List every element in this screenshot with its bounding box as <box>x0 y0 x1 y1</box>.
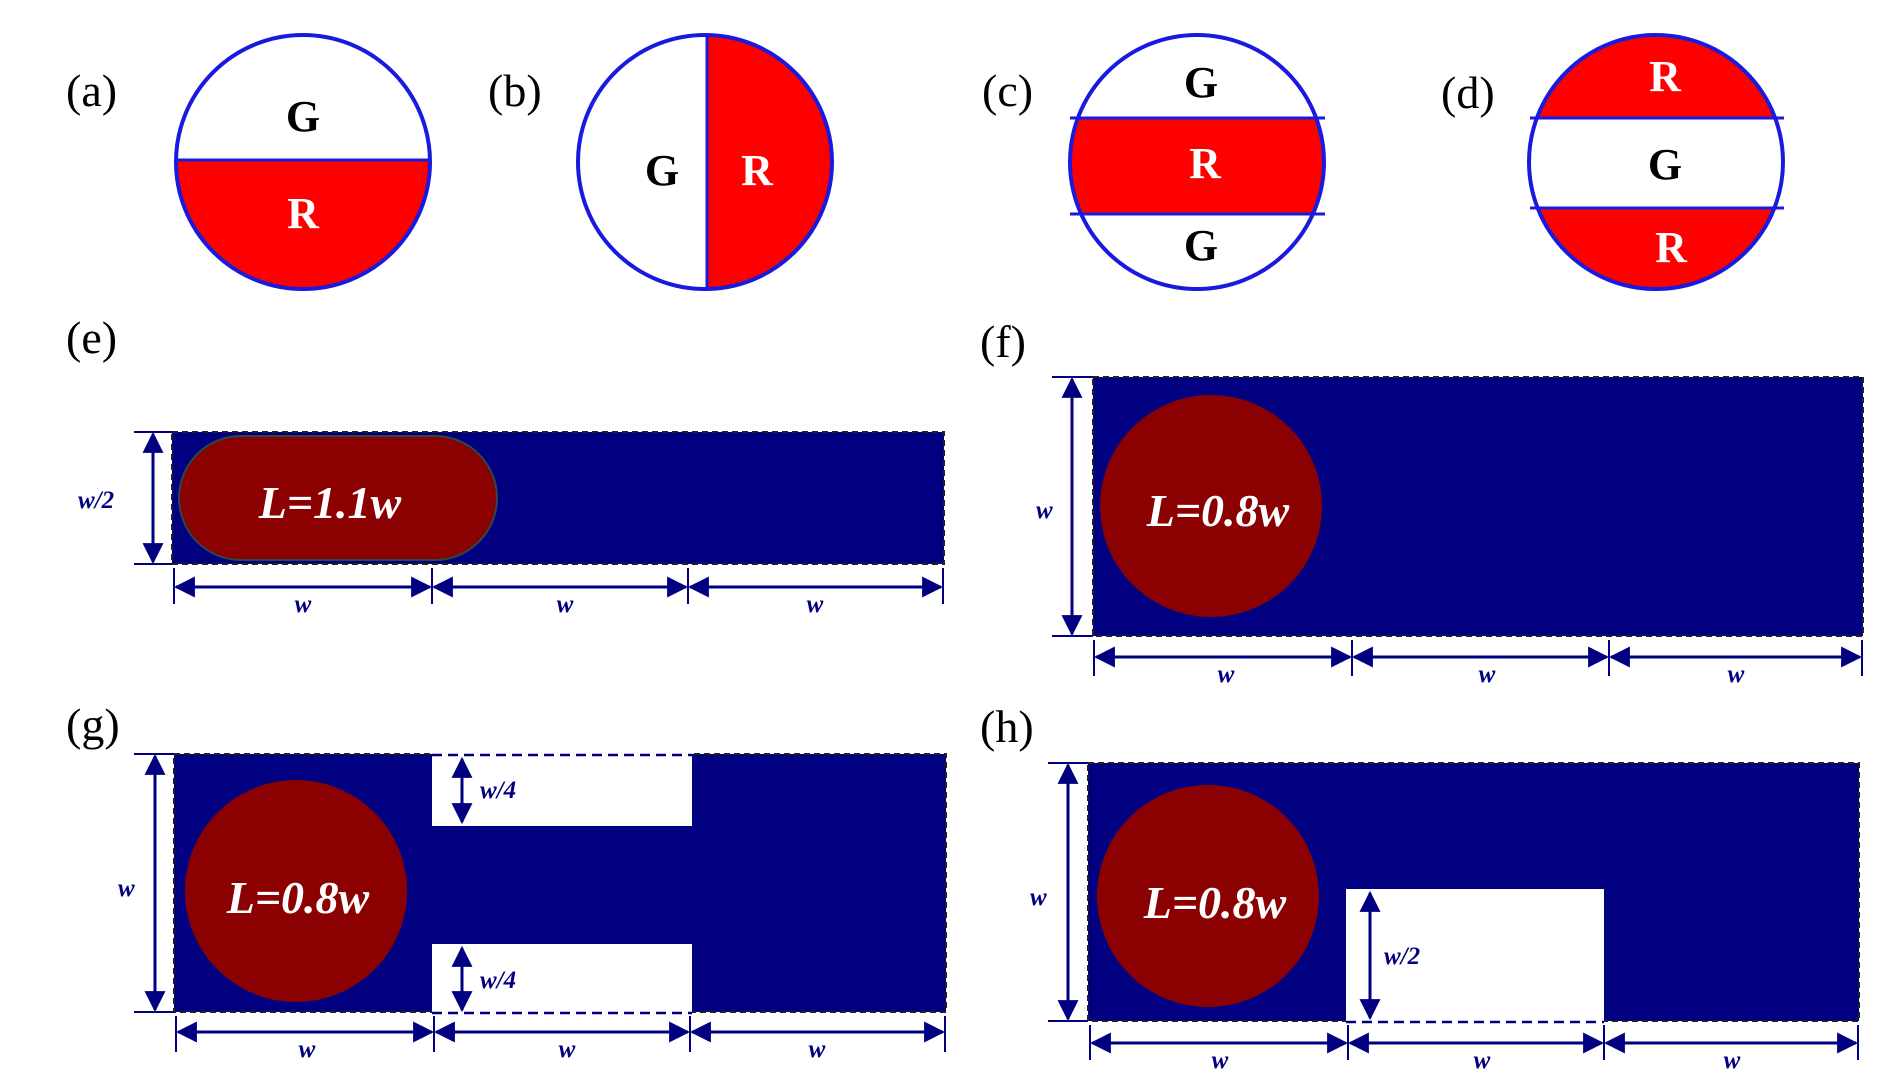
red-region <box>1070 118 1324 214</box>
phase-label-top: G <box>1184 58 1218 107</box>
panel-b: (b) G R <box>488 33 834 291</box>
phase-label-bottom: R <box>1655 223 1688 272</box>
seg1-label: w <box>1218 661 1235 688</box>
height-dim-label: w <box>118 875 135 902</box>
panel-h: (h) L=0.8w w/2 w w w w <box>980 701 1860 1074</box>
panel-d: (d) R G R <box>1441 33 1785 291</box>
seg2-label: w <box>1474 1047 1491 1074</box>
bottom-notch-label: w/4 <box>480 967 516 994</box>
panel-g: (g) L=0.8w w/4 w/4 w w w w <box>66 699 947 1063</box>
phase-label-right: R <box>741 146 774 195</box>
panel-d-label: (d) <box>1441 67 1495 118</box>
phase-label-top: G <box>286 92 320 141</box>
seg1-label: w <box>299 1036 316 1063</box>
seg3-label: w <box>1724 1047 1741 1074</box>
droplet <box>1097 785 1319 1007</box>
panel-b-label: (b) <box>488 65 542 116</box>
seg3-label: w <box>1728 661 1745 688</box>
red-region <box>707 35 832 289</box>
seg2-label: w <box>559 1036 576 1063</box>
panel-c-label: (c) <box>982 65 1033 116</box>
seg2-label: w <box>1479 661 1496 688</box>
droplet-outline <box>1068 33 1326 291</box>
droplet-outline <box>576 33 834 291</box>
panel-c: (c) G R G <box>982 33 1326 291</box>
phase-label-bottom: G <box>1184 221 1218 270</box>
phase-label-left: G <box>645 146 679 195</box>
seg3-label: w <box>809 1036 826 1063</box>
seg1-label: w <box>295 591 312 618</box>
step-block <box>1346 889 1604 1023</box>
phase-label-bottom: R <box>287 189 320 238</box>
droplet-length-label: L=0.8w <box>1143 877 1287 928</box>
panel-f-label: (f) <box>980 316 1026 367</box>
step-label: w/2 <box>1384 943 1420 970</box>
bottom-notch <box>432 944 692 1014</box>
panel-h-label: (h) <box>980 701 1034 752</box>
droplet <box>185 780 407 1002</box>
top-notch <box>432 752 692 826</box>
panel-e-label: (e) <box>66 312 117 363</box>
phase-label-middle: G <box>1648 140 1682 189</box>
panel-f: (f) L=0.8w w w w w <box>980 316 1864 688</box>
droplet-length-label: L=0.8w <box>226 872 370 923</box>
droplet-outline <box>1527 33 1785 291</box>
droplet-length-label: L=0.8w <box>1146 485 1290 536</box>
height-dim-label: w <box>1030 884 1047 911</box>
height-dim-label: w/2 <box>78 487 114 514</box>
phase-label-top: R <box>1649 52 1682 101</box>
panel-e: (e) L=1.1w w/2 w w w <box>66 312 945 618</box>
droplet-length-label: L=1.1w <box>258 477 402 528</box>
height-dim-label: w <box>1036 497 1053 524</box>
droplet <box>1100 395 1322 617</box>
top-notch-label: w/4 <box>480 777 516 804</box>
droplet <box>178 435 498 561</box>
seg1-label: w <box>1212 1047 1229 1074</box>
panel-a-label: (a) <box>66 65 117 116</box>
seg2-label: w <box>557 591 574 618</box>
panel-g-label: (g) <box>66 699 120 750</box>
panel-a: (a) G R <box>66 33 432 291</box>
phase-label-middle: R <box>1189 139 1222 188</box>
seg3-label: w <box>807 591 824 618</box>
droplet-outline <box>174 33 432 291</box>
